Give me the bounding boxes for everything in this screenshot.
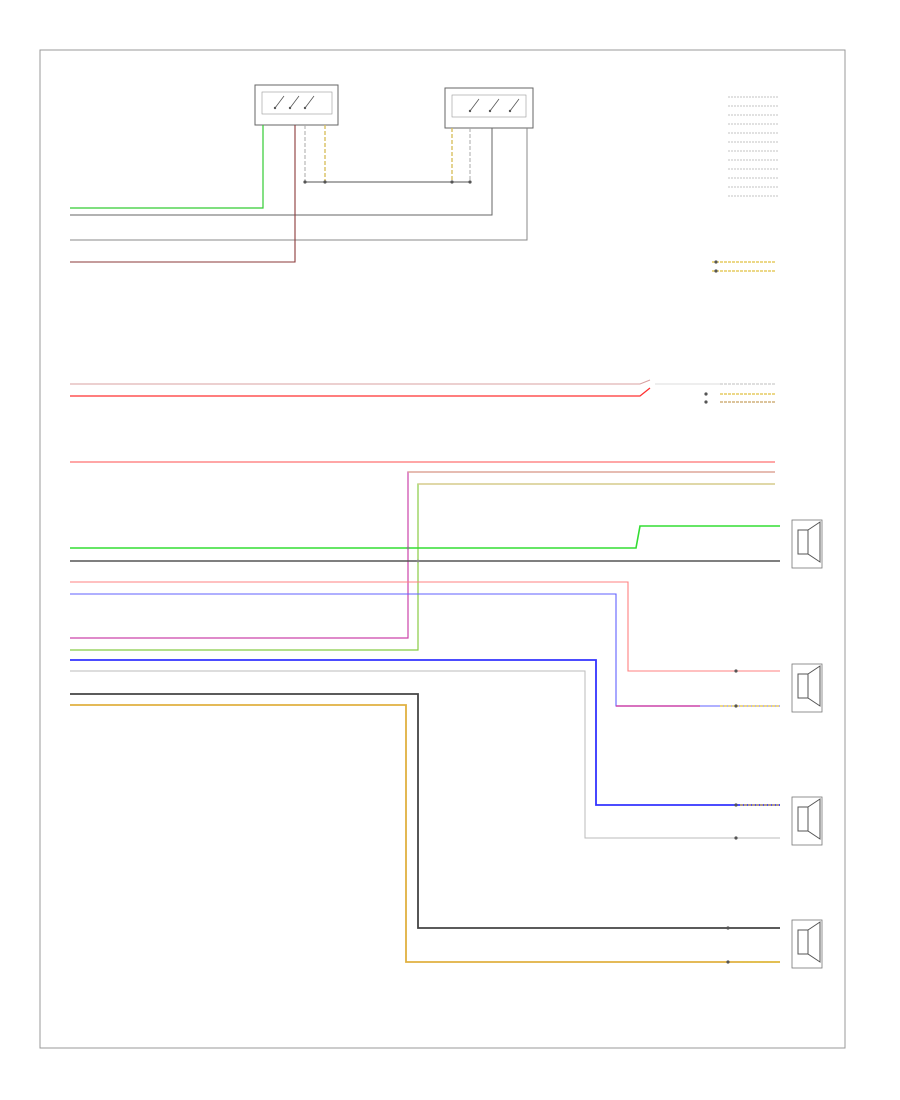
- left-front-wires: [70, 693, 780, 963]
- wire-yellow-lf: [70, 704, 780, 963]
- left-switch-block: [254, 84, 339, 126]
- wire-blue-rr: [70, 659, 780, 806]
- speaker-left-rear-icon: [791, 663, 823, 713]
- wire-light-rr: [70, 670, 780, 839]
- wire-brown-top: [70, 125, 296, 263]
- right-front-wires: [70, 525, 780, 562]
- yellow-connector-short: [712, 261, 775, 272]
- speaker-right-rear-icon: [791, 796, 823, 846]
- wire-red-mid: [70, 387, 651, 397]
- crossover-junctions: [406, 546, 420, 563]
- wire-gray-top-1: [70, 128, 493, 216]
- wire-green-rf: [70, 525, 780, 549]
- right-connector-list: [728, 96, 778, 197]
- speaker-right-front-icon: [791, 519, 823, 569]
- left-rear-wires: [70, 581, 780, 707]
- wire-gray-top-2: [70, 128, 528, 241]
- right-rear-wires: [70, 659, 780, 839]
- right-connector-dots: [704, 260, 738, 964]
- diagram-frame: [39, 49, 846, 1049]
- top-wire-group: [70, 125, 528, 263]
- right-switch-block: [444, 87, 534, 129]
- wire-olive-long: [70, 483, 775, 651]
- wire-dark-lf: [70, 693, 780, 929]
- top-interconnect: [303, 125, 472, 184]
- wire-light-red-mid: [70, 379, 651, 385]
- wire-green-top: [70, 125, 264, 209]
- mid-red-wires: [70, 379, 775, 403]
- speaker-left-front-icon: [791, 919, 823, 969]
- wire-red-lr: [70, 581, 780, 672]
- wire-violet-long: [70, 471, 775, 639]
- long-red-and-tan-wires: [70, 461, 775, 651]
